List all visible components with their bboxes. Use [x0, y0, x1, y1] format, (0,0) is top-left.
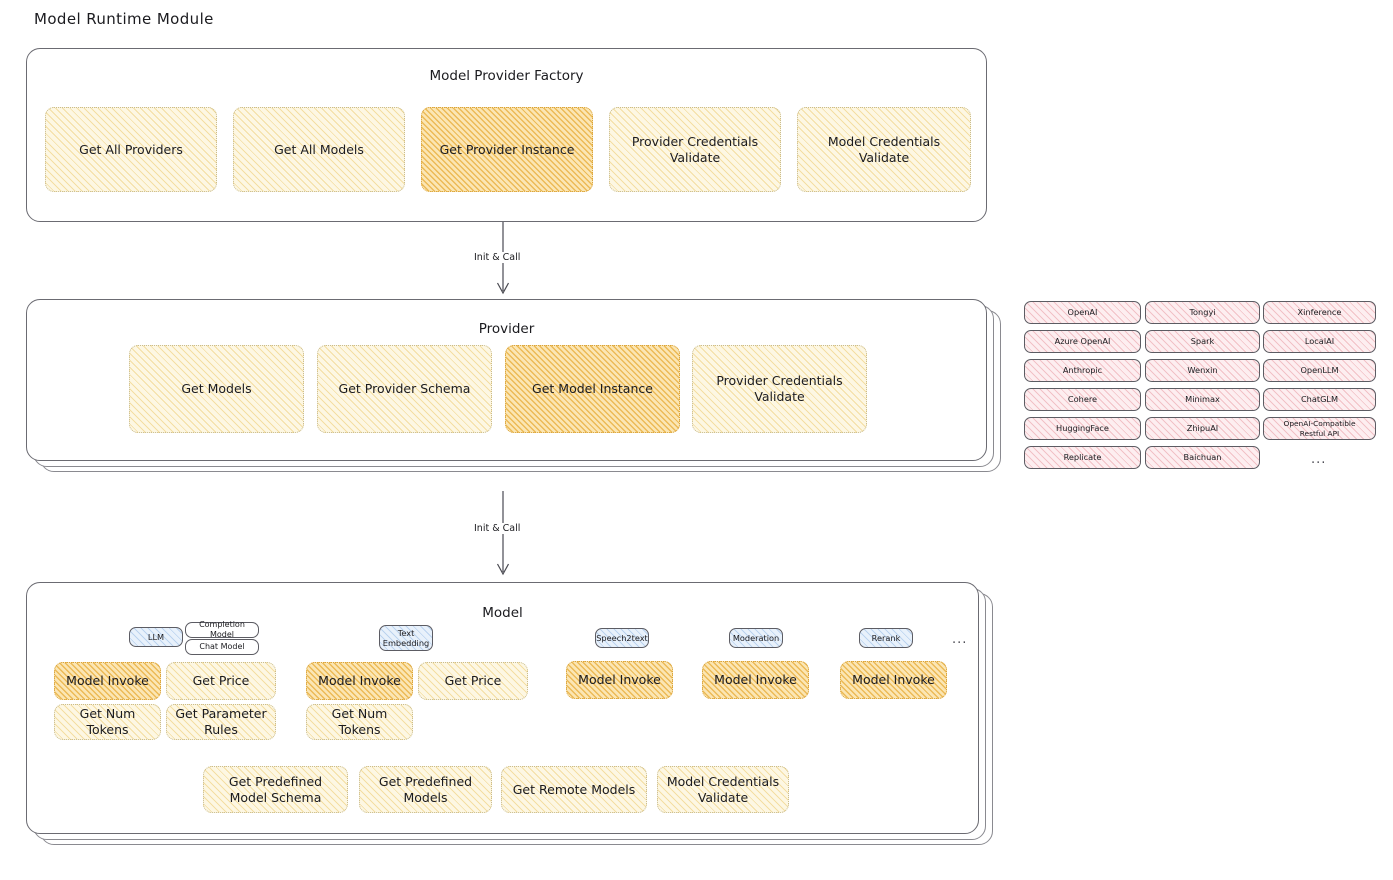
node-get-remote-models[interactable]: Get Remote Models [501, 766, 647, 813]
node-get-model-instance[interactable]: Get Model Instance [505, 345, 680, 433]
node-get-predefined-models[interactable]: Get Predefined Models [359, 766, 492, 813]
page-title: Model Runtime Module [34, 10, 214, 28]
provider-chip-minimax[interactable]: Minimax [1145, 388, 1260, 411]
provider-chip-replicate[interactable]: Replicate [1024, 446, 1141, 469]
model-type-moderation[interactable]: Moderation [729, 628, 783, 648]
provider-chip-openai[interactable]: OpenAI [1024, 301, 1141, 324]
provider-chip-anthropic[interactable]: Anthropic [1024, 359, 1141, 382]
node-moderation-model-invoke[interactable]: Model Invoke [702, 661, 809, 699]
provider-title: Provider [478, 321, 535, 337]
arrow-provider-to-model [496, 491, 510, 576]
model-title: Model [482, 605, 523, 621]
provider-chip-tongyi[interactable]: Tongyi [1145, 301, 1260, 324]
node-get-predefined-model-schema[interactable]: Get Predefined Model Schema [203, 766, 348, 813]
node-llm-get-price[interactable]: Get Price [166, 662, 276, 700]
provider-chip-baichuan[interactable]: Baichuan [1145, 446, 1260, 469]
provider-chip-xinference[interactable]: Xinference [1263, 301, 1376, 324]
arrow-label-init-call-1: Init & Call [471, 252, 524, 263]
node-get-provider-schema[interactable]: Get Provider Schema [317, 345, 492, 433]
provider-chip-wenxin[interactable]: Wenxin [1145, 359, 1260, 382]
node-llm-get-num-tokens[interactable]: Get Num Tokens [54, 704, 161, 740]
provider-chip-cohere[interactable]: Cohere [1024, 388, 1141, 411]
model-types-more: ... [952, 632, 968, 647]
node-rerank-model-invoke[interactable]: Model Invoke [840, 661, 947, 699]
node-text-embedding-model-invoke[interactable]: Model Invoke [306, 662, 413, 700]
provider-chip-zhipuai[interactable]: ZhipuAI [1145, 417, 1260, 440]
model-sub-completion-model[interactable]: Completion Model [185, 620, 259, 639]
node-speech2text-model-invoke[interactable]: Model Invoke [566, 661, 673, 699]
node-get-all-providers[interactable]: Get All Providers [45, 107, 217, 192]
node-llm-get-parameter-rules[interactable]: Get Parameter Rules [166, 704, 276, 740]
node-model-credentials-validate[interactable]: Model Credentials Validate [797, 107, 971, 192]
provider-chip-openai-compatible-restful-api[interactable]: OpenAI-Compatible Restful API [1263, 417, 1376, 440]
node-text-embedding-get-num-tokens[interactable]: Get Num Tokens [306, 704, 413, 740]
provider-chip-chatglm[interactable]: ChatGLM [1263, 388, 1376, 411]
model-sub-chat-model[interactable]: Chat Model [185, 639, 259, 655]
provider-chip-localai[interactable]: LocalAI [1263, 330, 1376, 353]
model-provider-factory-title: Model Provider Factory [429, 68, 584, 84]
node-provider-credentials-validate[interactable]: Provider Credentials Validate [609, 107, 781, 192]
node-get-all-models[interactable]: Get All Models [233, 107, 405, 192]
node-get-provider-instance[interactable]: Get Provider Instance [421, 107, 593, 192]
node-llm-model-invoke[interactable]: Model Invoke [54, 662, 161, 700]
model-type-text-embedding[interactable]: Text Embedding [379, 625, 433, 651]
model-type-llm[interactable]: LLM [129, 627, 183, 647]
node-get-models[interactable]: Get Models [129, 345, 304, 433]
provider-chip-azure-openai[interactable]: Azure OpenAI [1024, 330, 1141, 353]
node-provider-credentials-validate-2[interactable]: Provider Credentials Validate [692, 345, 867, 433]
node-text-embedding-get-price[interactable]: Get Price [418, 662, 528, 700]
provider-chip-openllm[interactable]: OpenLLM [1263, 359, 1376, 382]
model-type-speech2text[interactable]: Speech2text [595, 628, 649, 648]
provider-list-more: ... [1311, 452, 1327, 467]
arrow-label-init-call-2: Init & Call [471, 523, 524, 534]
provider-chip-huggingface[interactable]: HuggingFace [1024, 417, 1141, 440]
node-model-credentials-validate-2[interactable]: Model Credentials Validate [657, 766, 789, 813]
model-type-rerank[interactable]: Rerank [859, 628, 913, 648]
provider-chip-spark[interactable]: Spark [1145, 330, 1260, 353]
